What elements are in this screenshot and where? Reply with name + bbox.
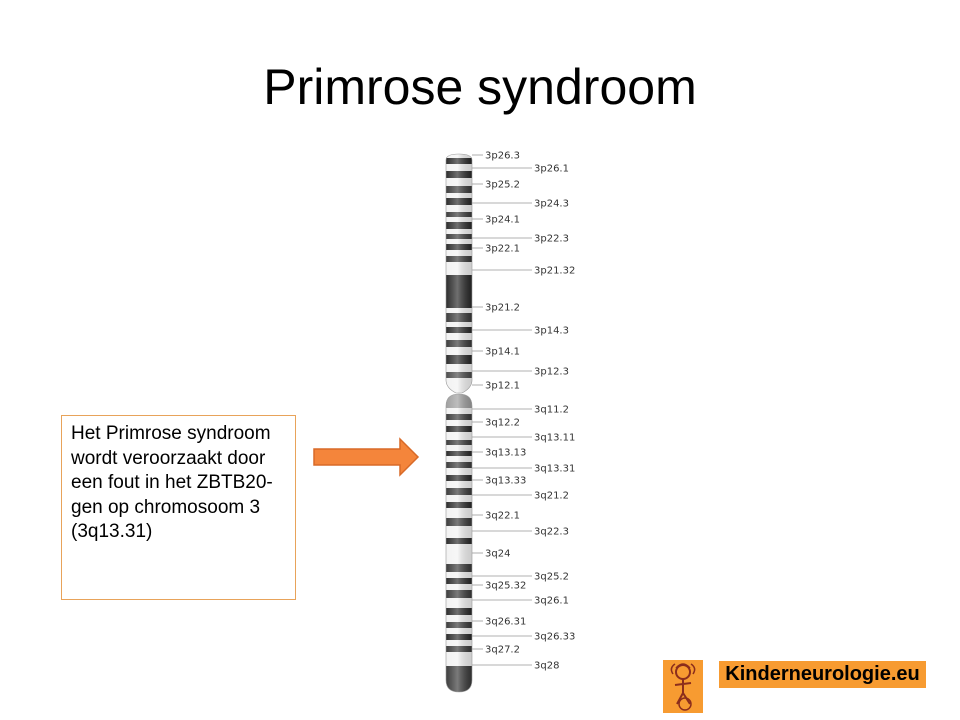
band-label-left: 3p14.1 bbox=[485, 347, 520, 358]
band-label-left: 3p25.2 bbox=[485, 180, 520, 191]
band-label-left: 3p21.2 bbox=[485, 303, 520, 314]
band-label-left: 3p24.1 bbox=[485, 215, 520, 226]
band-label-right: 3q22.3 bbox=[534, 527, 569, 538]
band-label-left: 3q26.31 bbox=[485, 617, 526, 628]
kinderneurologie-logo-icon bbox=[663, 660, 703, 713]
band-label-right: 3q28 bbox=[534, 661, 559, 672]
band-label-right: 3q25.2 bbox=[534, 572, 569, 583]
band-label-left: 3q27.2 bbox=[485, 645, 520, 656]
kinderneurologie-logo-text: Kinderneurologie.eu bbox=[719, 661, 926, 688]
band-label-right: 3q13.11 bbox=[534, 433, 575, 444]
band-label-right: 3p21.32 bbox=[534, 266, 575, 277]
band-label-left: 3q22.1 bbox=[485, 511, 520, 522]
band-label-left: 3p12.1 bbox=[485, 381, 520, 392]
arrow-right-icon bbox=[313, 437, 420, 477]
band-label-right: 3q26.1 bbox=[534, 596, 569, 607]
band-label-left: 3q13.33 bbox=[485, 476, 526, 487]
band-label-right: 3p26.1 bbox=[534, 164, 569, 175]
slide-title: Primrose syndroom bbox=[263, 59, 697, 115]
band-label-right: 3p22.3 bbox=[534, 234, 569, 245]
band-label-left: 3q12.2 bbox=[485, 418, 520, 429]
band-label-right: 3q13.31 bbox=[534, 464, 575, 475]
band-label-right: 3q21.2 bbox=[534, 491, 569, 502]
band-label-left: 3q24 bbox=[485, 549, 510, 560]
band-label-left: 3q25.32 bbox=[485, 581, 526, 592]
description-textbox: Het Primrose syndroom wordt veroorzaakt … bbox=[61, 415, 296, 600]
band-label-right: 3q11.2 bbox=[534, 405, 569, 416]
band-label-left: 3q13.13 bbox=[485, 448, 526, 459]
band-label-left: 3p26.3 bbox=[485, 151, 520, 162]
band-label-right: 3p12.3 bbox=[534, 367, 569, 378]
band-label-right: 3p24.3 bbox=[534, 199, 569, 210]
band-label-right: 3p14.3 bbox=[534, 326, 569, 337]
band-label-right: 3q26.33 bbox=[534, 632, 575, 643]
band-label-left: 3p22.1 bbox=[485, 244, 520, 255]
